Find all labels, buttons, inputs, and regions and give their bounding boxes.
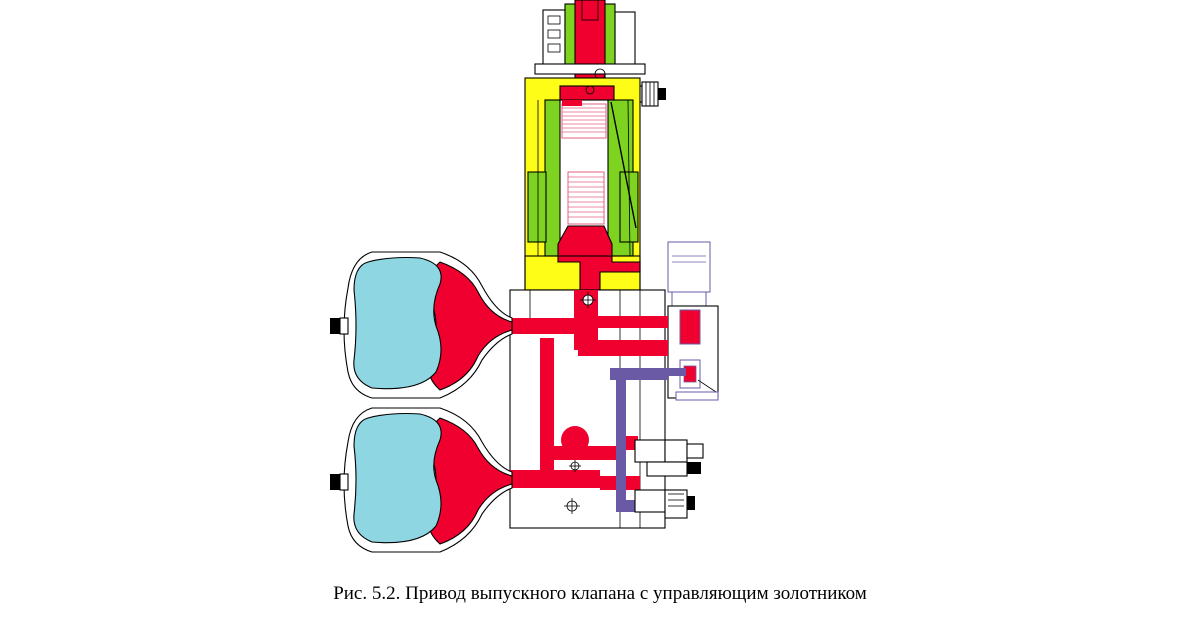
figure-caption: Рис. 5.2. Привод выпускного клапана с уп… bbox=[333, 583, 867, 604]
control-spool-housing bbox=[667, 241, 719, 401]
spindle-top-assembly bbox=[534, 0, 646, 91]
distributor-block bbox=[509, 289, 704, 529]
actuator-cylinder bbox=[524, 77, 641, 291]
upper-accumulator bbox=[330, 251, 513, 399]
lower-accumulator bbox=[330, 407, 513, 553]
